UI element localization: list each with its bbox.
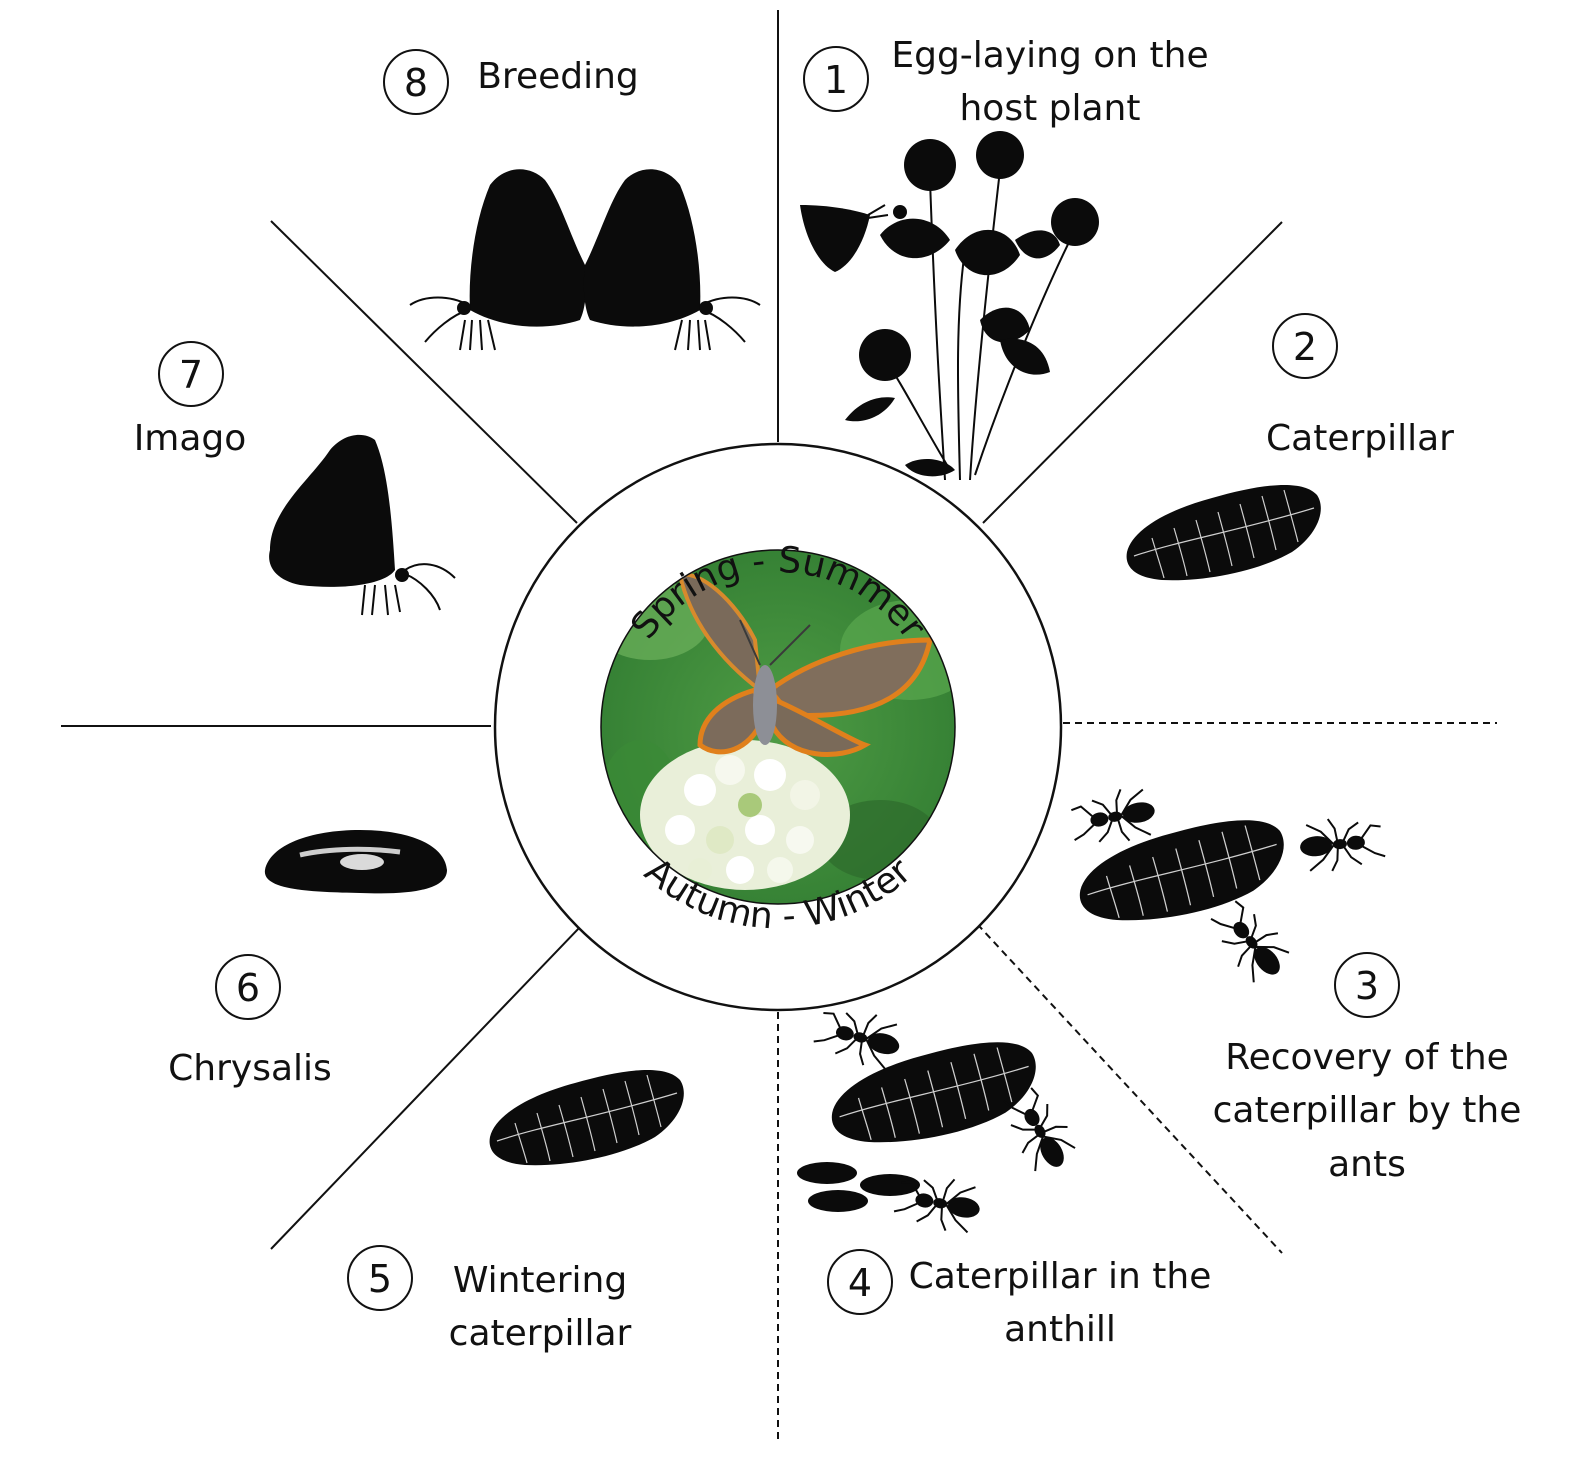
- stage-7-number-circle: [158, 341, 224, 407]
- center-butterfly: [677, 572, 934, 757]
- caterpillar-larvae-ants-silhouette-icon: [797, 999, 1084, 1237]
- caterpillar-with-ants-silhouette-icon: [1066, 783, 1388, 991]
- stage-6: 6 Chrysalis: [168, 830, 447, 1089]
- divider-bottom-right-dashed: [903, 844, 1283, 1254]
- stage-3-number-circle: [1334, 952, 1400, 1018]
- chrysalis-silhouette-icon: [264, 830, 447, 894]
- mating-butterflies-silhouette-icon: [409, 169, 761, 351]
- stage-5-number-circle: [347, 1245, 413, 1311]
- stage-5-number: 5: [368, 1257, 392, 1301]
- stage-8-number: 8: [404, 61, 428, 105]
- stage-2: 2 Caterpillar: [1125, 313, 1454, 581]
- stage-2-number-circle: [1272, 313, 1338, 379]
- stage-4-number: 4: [848, 1261, 872, 1305]
- stage-1-label-line-2: host plant: [959, 88, 1140, 129]
- stage-8-label-line-1: Breeding: [477, 56, 639, 97]
- stage-6-label-line-1: Chrysalis: [168, 1048, 332, 1089]
- stage-2-label-line-1: Caterpillar: [1266, 418, 1454, 459]
- stage-5-label-line-2: caterpillar: [449, 1313, 632, 1354]
- stage-1: 1 Egg-laying on the host plant: [800, 35, 1209, 481]
- stage-1-label-line-1: Egg-laying on the: [891, 35, 1208, 76]
- stage-4-label-line-1: Caterpillar in the: [909, 1256, 1212, 1297]
- stage-6-number: 6: [236, 966, 260, 1010]
- stage-2-number: 2: [1293, 325, 1317, 369]
- stage-3-number: 3: [1355, 964, 1379, 1008]
- stage-3-label-line-2: caterpillar by the: [1213, 1090, 1522, 1131]
- stage-1-number: 1: [824, 58, 848, 102]
- stage-3: 3 Recovery of the caterpillar by the ant…: [1066, 783, 1522, 1185]
- stage-3-label-line-1: Recovery of the: [1225, 1037, 1509, 1078]
- stage-1-number-circle: [803, 46, 869, 112]
- stage-4-number-circle: [827, 1249, 893, 1315]
- butterfly-silhouette-icon: [269, 434, 456, 616]
- stage-5: 5 Wintering caterpillar: [347, 1069, 685, 1354]
- caterpillar-silhouette-icon: [1125, 484, 1322, 581]
- stage-7-number: 7: [179, 353, 203, 397]
- stage-8-number-circle: [383, 49, 449, 115]
- divider-lines: [61, 10, 1497, 1443]
- clover-flower: [640, 740, 850, 890]
- wintering-caterpillar-silhouette-icon: [488, 1069, 685, 1166]
- stage-3-label-line-3: ants: [1328, 1144, 1406, 1185]
- divider-top-right: [982, 221, 1283, 524]
- stage-5-label-line-1: Wintering: [453, 1260, 627, 1301]
- stage-8: 8 Breeding: [383, 49, 761, 351]
- stage-7: 7 Imago: [134, 341, 456, 616]
- butterfly-and-clover-silhouette-icon: [800, 131, 1099, 481]
- stage-7-label-line-1: Imago: [134, 418, 247, 459]
- stage-4-label-line-2: anthill: [1004, 1309, 1116, 1350]
- divider-top-left: [270, 220, 578, 524]
- stage-4: 4 Caterpillar in the anthill: [797, 999, 1212, 1350]
- center-photo-border: [600, 549, 956, 905]
- stage-6-number-circle: [215, 954, 281, 1020]
